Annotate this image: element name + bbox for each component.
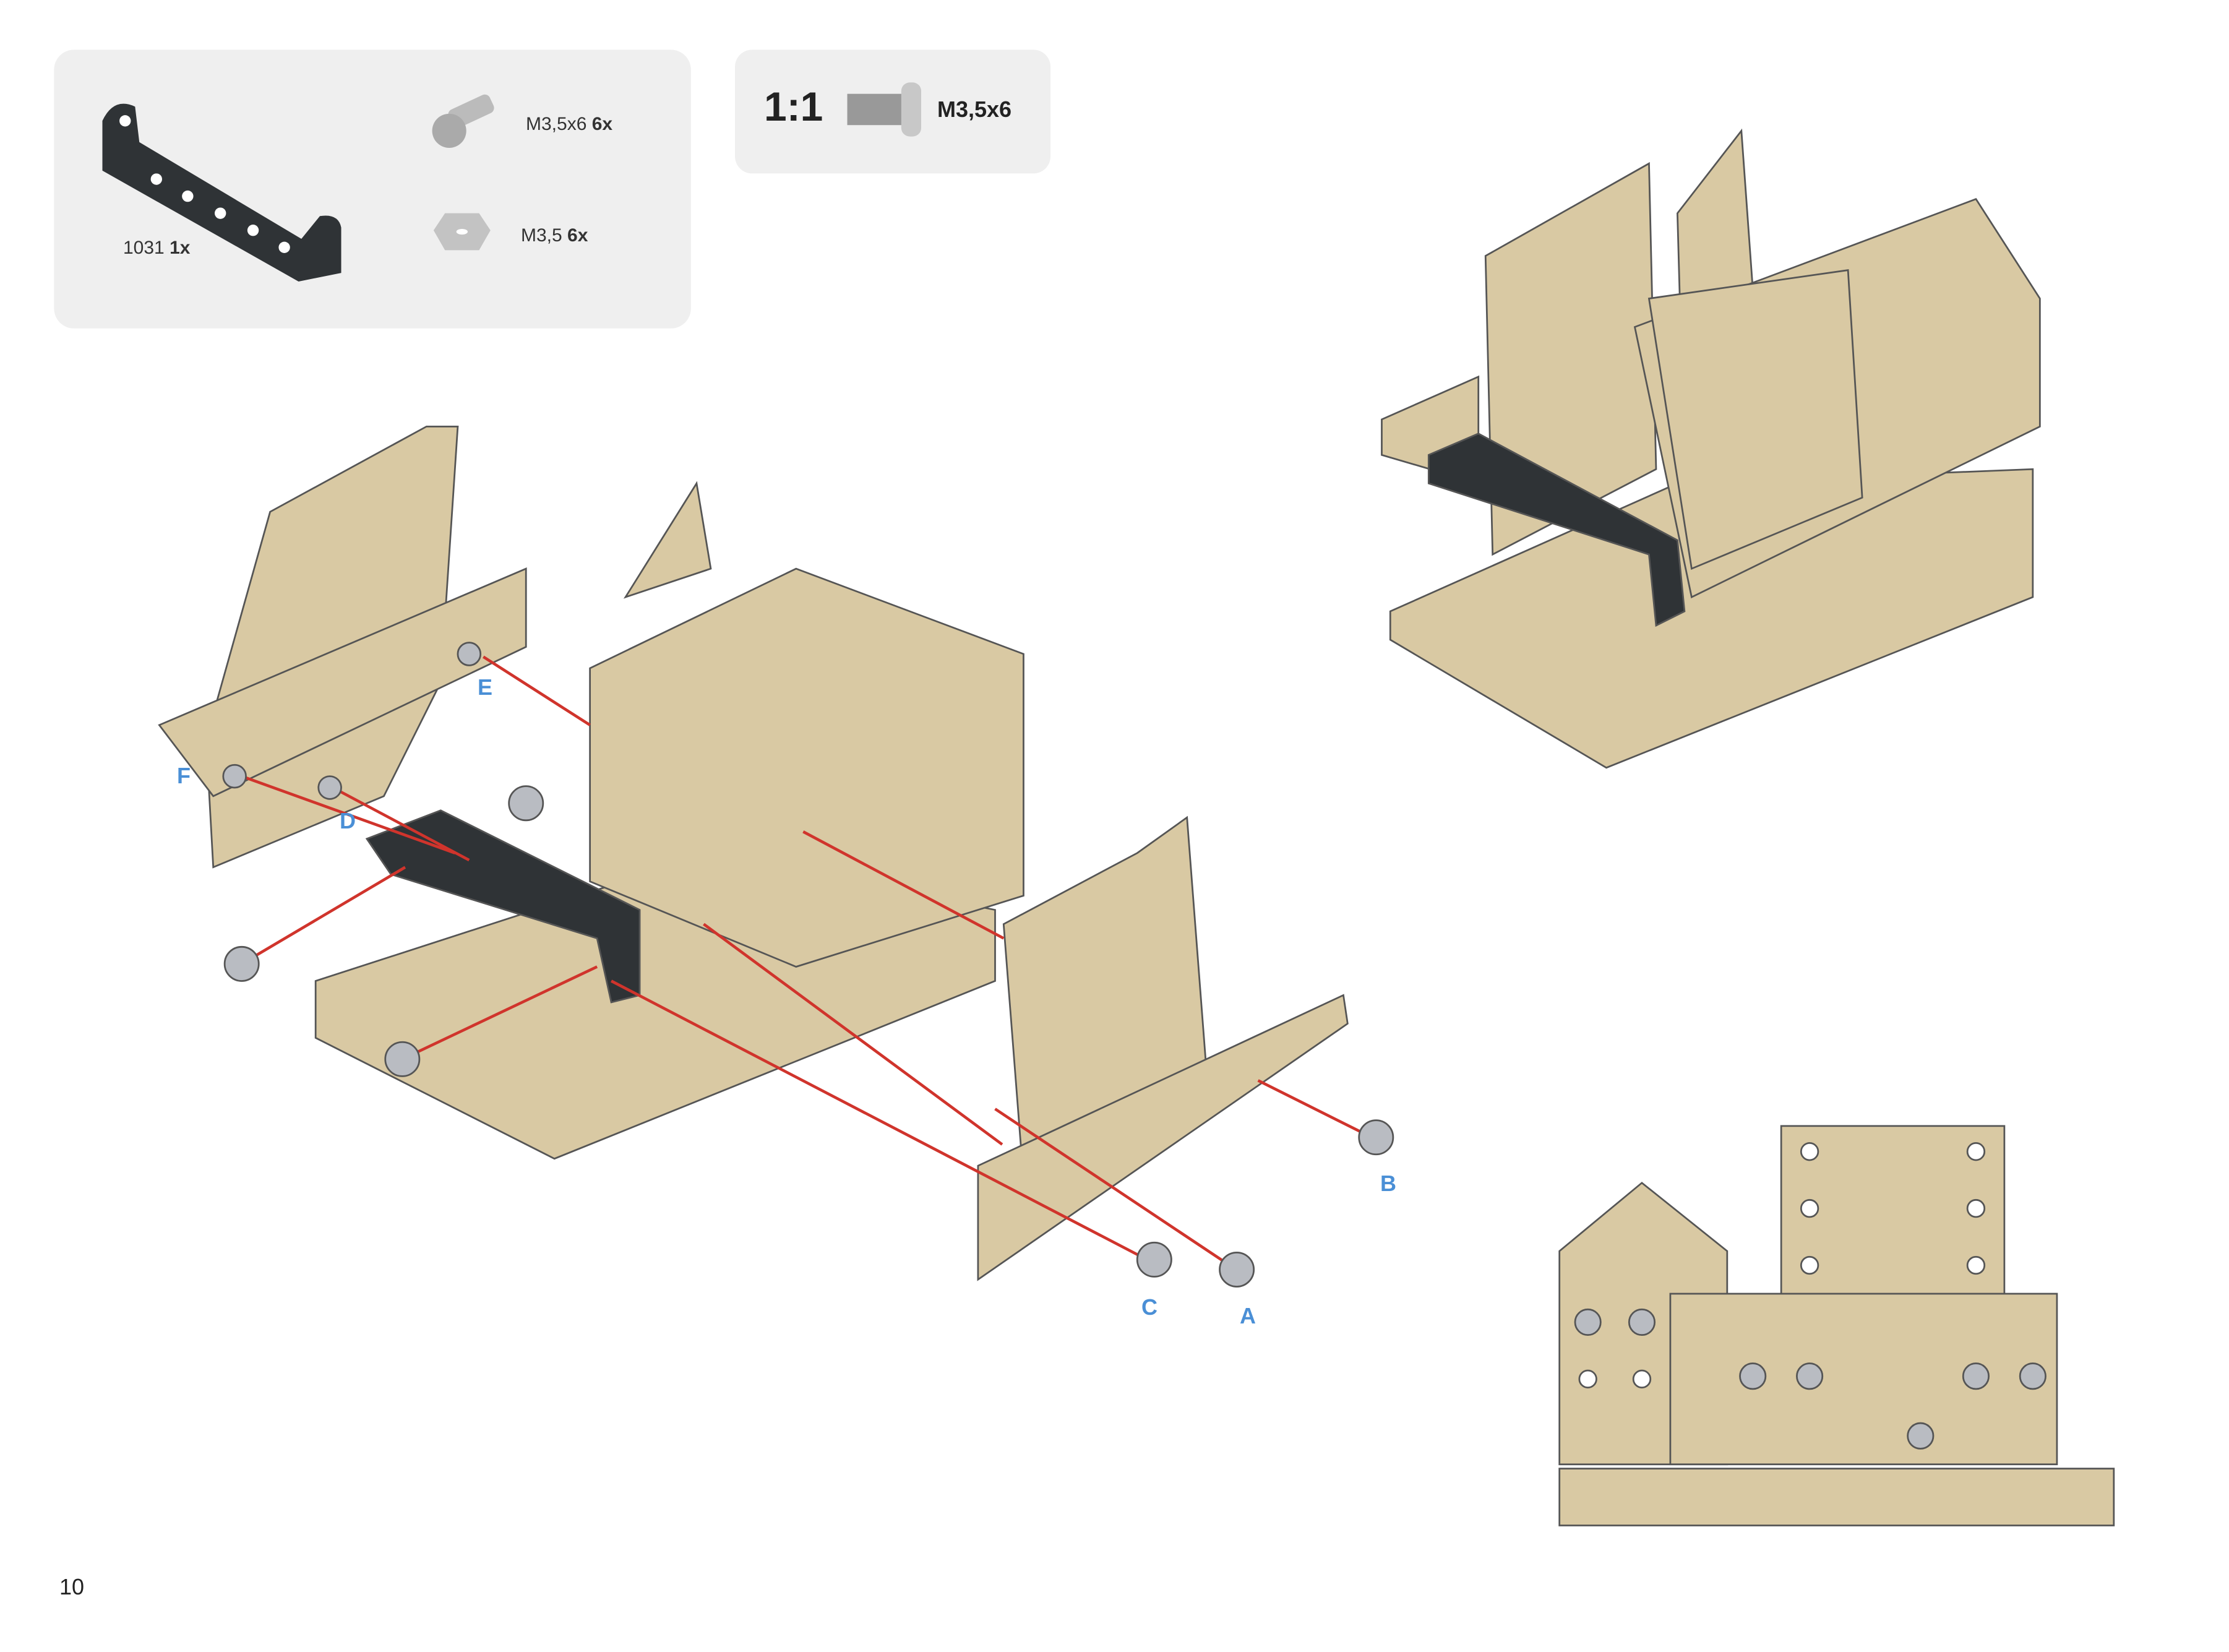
part-1031-label: 1031 1x (123, 238, 191, 258)
bracket-1031-icon (102, 103, 341, 282)
scale-ratio: 1:1 (764, 84, 823, 129)
fasteners (222, 642, 1394, 1288)
screw-actual-size-icon (847, 82, 922, 137)
hex-nut-icon (433, 213, 491, 251)
label-f: F (177, 763, 191, 788)
page-number: 10 (59, 1574, 85, 1599)
scale-part-label: M3,5x6 (937, 97, 1012, 122)
guide-lines (241, 655, 1373, 1267)
label-b: B (1380, 1171, 1396, 1196)
label-a: A (1240, 1303, 1256, 1328)
exploded-assembly (158, 425, 1394, 1288)
label-d: D (340, 808, 356, 833)
parts-list-panel (54, 49, 691, 329)
completed-assembly-view (1381, 128, 2041, 769)
side-view (1558, 1125, 2115, 1526)
part-nut-label: M3,5 6x (521, 225, 588, 246)
screw-icon (432, 94, 494, 148)
label-c: C (1141, 1294, 1157, 1320)
part-screw-label: M3,5x6 6x (526, 114, 613, 134)
label-e: E (478, 674, 493, 700)
